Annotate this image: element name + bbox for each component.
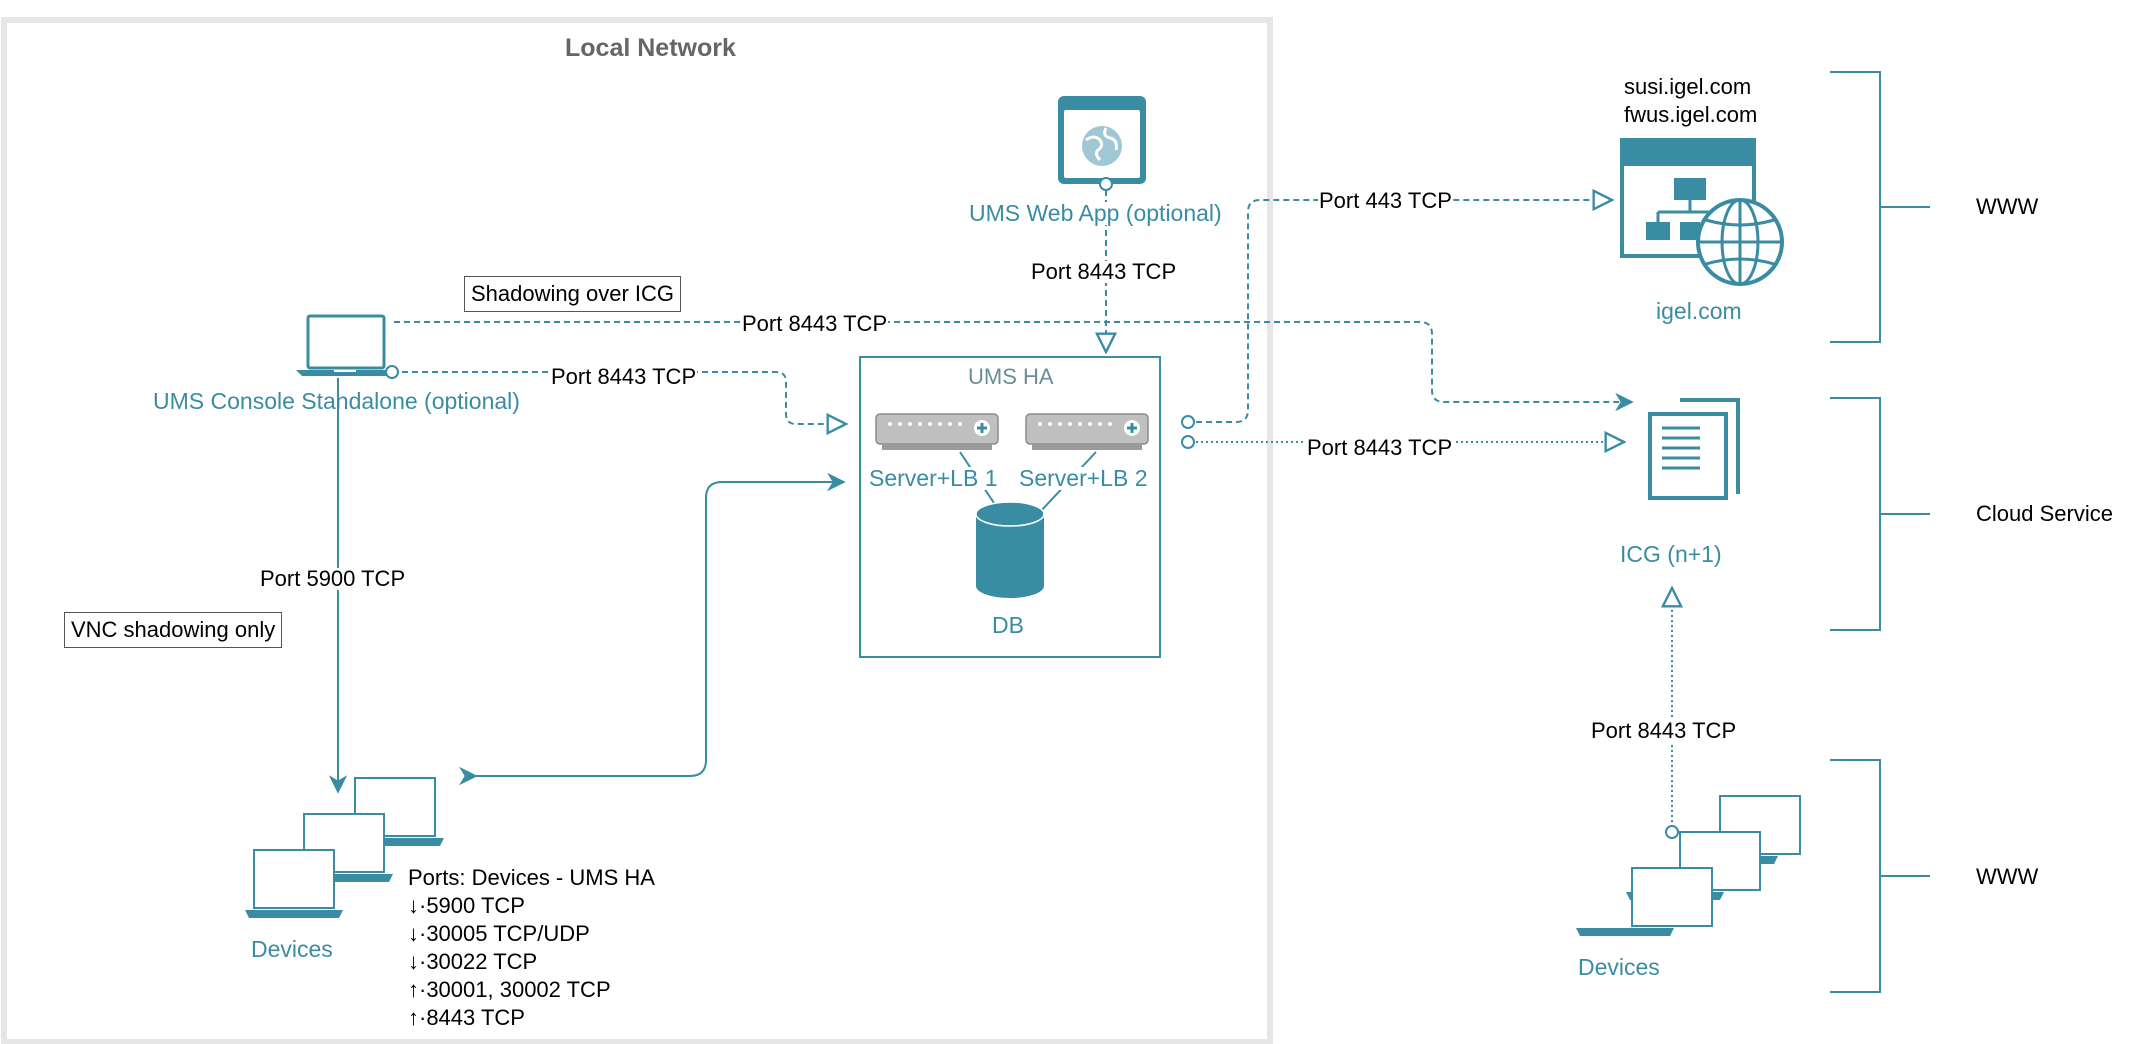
edge-label-console-ha: Port 8443 TCP [550,364,698,389]
db-icon [975,501,1045,598]
server-2-label: Server+LB 2 [1018,465,1149,491]
ports-list-item: ↑·30001, 30002 TCP [408,977,611,1002]
icg-icon [1648,398,1740,500]
www-devices-icon [1576,795,1801,936]
ports-list-item: ↓·30005 TCP/UDP [408,921,590,946]
ports-list-item: ↓·30022 TCP [408,949,538,974]
local-devices-icon [245,777,444,918]
edge-console-ha [392,371,846,424]
console-label: UMS Console Standalone (optional) [153,388,520,414]
edge-devices-ha [476,482,844,776]
console-laptop-icon [296,314,394,376]
edge-ha-igel [1196,200,1612,423]
local-network-frame [1,17,1273,1044]
web-app-icon [1058,96,1146,191]
server-1-icon [875,413,999,450]
edge-label-console-devices: Port 5900 TCP [259,566,407,591]
edge-label-devices-icg: Port 8443 TCP [1590,718,1738,743]
igel-domain-1: susi.igel.com [1624,74,1752,99]
server-1-label: Server+LB 1 [868,465,999,491]
zone-label-www-top: WWW [1976,194,2039,219]
zone-label-cloud: Cloud Service [1976,501,2113,526]
edge-label-ha-icg: Port 8443 TCP [1306,435,1454,460]
igel-label: igel.com [1656,298,1742,324]
devices-local-label: Devices [251,936,333,962]
ports-list: Ports: Devices - UMS HA ↓·5900 TCP ↓·300… [408,864,655,1032]
note-shadowing-icg: Shadowing over ICG [464,276,681,312]
db-label: DB [992,612,1024,638]
ums-ha-box [859,356,1161,658]
igel-site-icon [1620,138,1784,286]
zone-brackets [1830,71,1930,993]
note-vnc-only: VNC shadowing only [64,612,283,648]
igel-domain-2: fwus.igel.com [1624,102,1758,127]
ports-list-item: ↑·8443 TCP [408,1005,525,1030]
ums-ha-label: UMS HA [968,364,1054,389]
icg-label: ICG (n+1) [1620,541,1722,567]
edge-label-console-icg: Port 8443 TCP [741,311,889,336]
web-app-label: UMS Web App (optional) [968,200,1223,226]
edge-label-webapp-ha: Port 8443 TCP [1030,259,1178,284]
server-2-icon [1025,413,1149,450]
edge-console-icg [394,321,1632,402]
local-network-title: Local Network [565,34,736,62]
zone-label-www-bottom: WWW [1976,864,2039,889]
edge-label-ha-igel: Port 443 TCP [1318,188,1453,213]
ports-list-item: ↓·5900 TCP [408,893,525,918]
ports-list-title: Ports: Devices - UMS HA [408,865,655,890]
devices-www-label: Devices [1578,954,1660,980]
